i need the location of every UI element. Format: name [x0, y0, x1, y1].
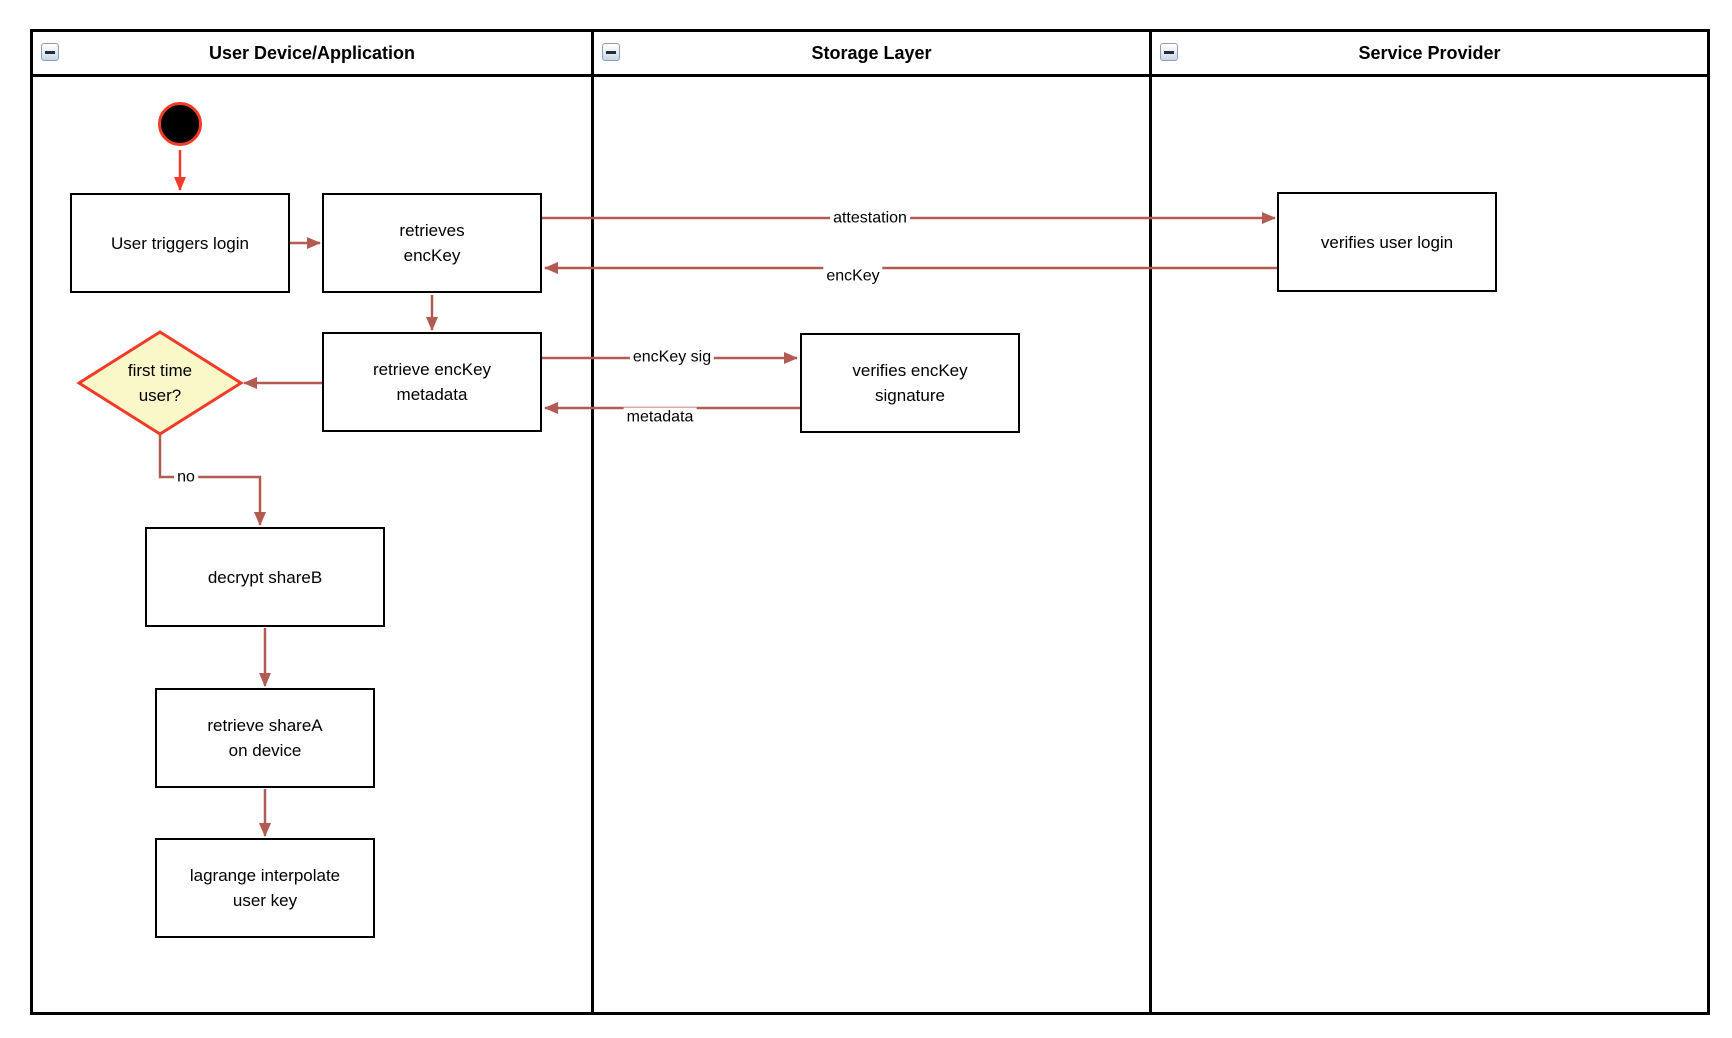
lane-title: Storage Layer	[811, 42, 932, 63]
node-user-triggers-login[interactable]: User triggers login	[70, 193, 290, 293]
node-verifies-user-login[interactable]: verifies user login	[1277, 192, 1497, 292]
lane-header-service-provider: Service Provider	[1152, 32, 1707, 77]
edge-label-metadata: metadata	[623, 407, 697, 427]
node-retrieves-enckey[interactable]: retrieves encKey	[322, 193, 542, 293]
node-label: decrypt shareB	[207, 567, 323, 587]
lane-user-device: User Device/Application	[33, 32, 591, 1012]
node-lagrange-interpolate[interactable]: lagrange interpolate user key	[155, 838, 375, 938]
lane-storage-layer: Storage Layer	[591, 32, 1149, 1012]
decision-label: first time user?	[127, 361, 193, 405]
node-retrieve-sharea[interactable]: retrieve shareA on device	[155, 688, 375, 788]
node-verifies-enckey-signature[interactable]: verifies encKey signature	[800, 333, 1020, 433]
lane-service-provider: Service Provider	[1149, 32, 1707, 1012]
node-label: verifies encKey signature	[852, 361, 968, 405]
edge-label-attestation: attestation	[830, 208, 910, 228]
lane-title: User Device/Application	[208, 42, 416, 63]
node-retrieve-enckey-metadata[interactable]: retrieve encKey metadata	[322, 332, 542, 432]
edge-label-enckey-sig: encKey sig	[629, 347, 715, 367]
node-label: verifies user login	[1320, 232, 1454, 252]
edge-label-no: no	[174, 467, 198, 487]
node-label: retrieve encKey metadata	[372, 360, 492, 404]
node-label: lagrange interpolate user key	[189, 866, 341, 910]
node-label: retrieve shareA on device	[207, 716, 323, 760]
node-label: retrieves encKey	[399, 221, 465, 265]
node-decrypt-shareb[interactable]: decrypt shareB	[145, 527, 385, 627]
collapse-lane-icon[interactable]	[1160, 43, 1178, 61]
lane-header-user-device: User Device/Application	[33, 32, 591, 77]
lane-title: Service Provider	[1358, 42, 1501, 63]
collapse-lane-icon[interactable]	[602, 43, 620, 61]
edge-label-enckey: encKey	[823, 266, 883, 286]
node-label: User triggers login	[111, 233, 249, 253]
lane-header-storage-layer: Storage Layer	[594, 32, 1149, 77]
collapse-lane-icon[interactable]	[41, 43, 59, 61]
start-node[interactable]	[158, 102, 202, 146]
